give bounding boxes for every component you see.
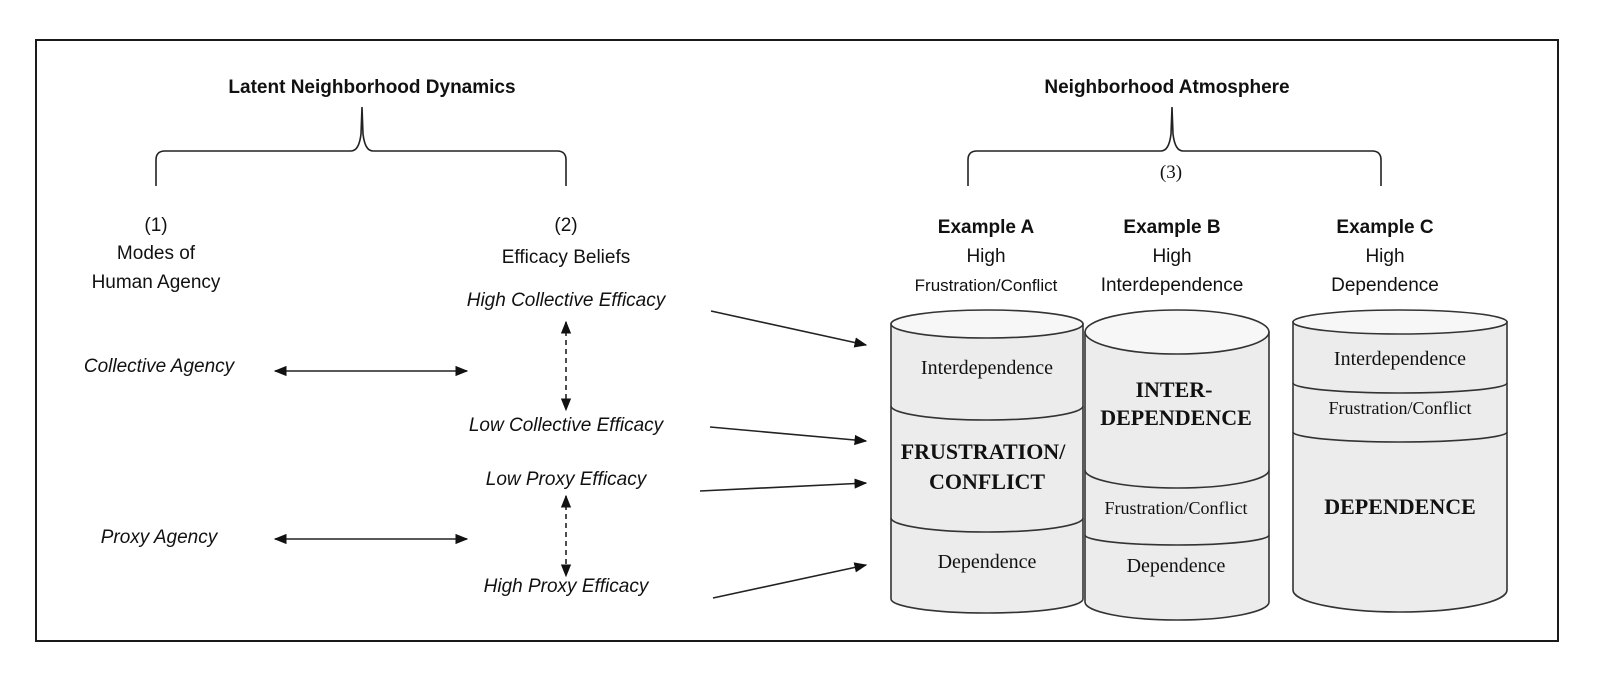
efficacy-high-collective: High Collective Efficacy bbox=[467, 290, 667, 311]
agency-title-line1: Modes of bbox=[117, 243, 196, 264]
cyl-c-layer-frustration: Frustration/Conflict bbox=[1329, 398, 1472, 418]
example-b-sub2: Interdependence bbox=[1101, 275, 1244, 296]
example-b-title: Example B bbox=[1123, 217, 1220, 238]
example-a-sub2: Frustration/Conflict bbox=[915, 276, 1058, 295]
efficacy-title: Efficacy Beliefs bbox=[502, 247, 630, 268]
arrow-low-collective-to-a bbox=[709, 426, 868, 446]
cyl-a-layer-dependence: Dependence bbox=[938, 551, 1037, 573]
example-a-header: Example A High Frustration/Conflict bbox=[915, 217, 1058, 295]
cyl-b-layer-frustration: Frustration/Conflict bbox=[1105, 498, 1248, 518]
left-brace bbox=[155, 106, 567, 186]
arrow-high-proxy-to-a bbox=[712, 562, 868, 599]
example-c-sub2: Dependence bbox=[1331, 275, 1439, 296]
cyl-a-layer-interdependence: Interdependence bbox=[921, 357, 1053, 379]
agency-title-line2: Human Agency bbox=[92, 272, 221, 293]
arrow-high-collective-to-a bbox=[710, 310, 868, 348]
cylinder-example-a: Interdependence FRUSTRATION/ CONFLICT De… bbox=[890, 309, 1084, 614]
example-b-header: Example B High Interdependence bbox=[1101, 217, 1244, 296]
cyl-c-layer-interdependence: Interdependence bbox=[1334, 348, 1466, 370]
cyl-b-layer-interdependence-line2: DEPENDENCE bbox=[1100, 405, 1252, 430]
efficacy-number: (2) bbox=[554, 215, 577, 236]
arrow-low-proxy-to-a bbox=[699, 478, 868, 492]
cylinder-example-b: INTER- DEPENDENCE Frustration/Conflict D… bbox=[1084, 309, 1270, 621]
cyl-a-layer-frustration-line2: CONFLICT bbox=[929, 469, 1045, 494]
agency-proxy: Proxy Agency bbox=[101, 527, 219, 548]
example-b-sub1: High bbox=[1152, 246, 1191, 267]
example-a-sub1: High bbox=[966, 246, 1005, 267]
cyl-b-layer-dependence: Dependence bbox=[1127, 555, 1226, 577]
diagram-frame bbox=[35, 39, 1559, 642]
left-heading: Latent Neighborhood Dynamics bbox=[228, 77, 515, 98]
efficacy-low-proxy: Low Proxy Efficacy bbox=[486, 469, 648, 490]
cyl-a-layer-frustration-line1: FRUSTRATION/ bbox=[901, 439, 1067, 464]
example-c-sub1: High bbox=[1365, 246, 1404, 267]
cyl-c-layer-dependence: DEPENDENCE bbox=[1324, 494, 1476, 519]
efficacy-high-proxy: High Proxy Efficacy bbox=[484, 576, 650, 597]
cylinder-example-c: Interdependence Frustration/Conflict DEP… bbox=[1292, 309, 1508, 613]
example-c-title: Example C bbox=[1336, 217, 1433, 238]
right-number: (3) bbox=[1160, 162, 1182, 183]
cyl-b-layer-interdependence-line1: INTER- bbox=[1135, 377, 1212, 402]
efficacy-low-collective: Low Collective Efficacy bbox=[469, 415, 665, 436]
agency-number: (1) bbox=[144, 215, 167, 236]
example-c-header: Example C High Dependence bbox=[1331, 217, 1439, 296]
right-brace bbox=[967, 106, 1382, 186]
example-a-title: Example A bbox=[938, 217, 1035, 238]
right-heading: Neighborhood Atmosphere bbox=[1044, 77, 1289, 98]
agency-collective: Collective Agency bbox=[84, 356, 236, 377]
